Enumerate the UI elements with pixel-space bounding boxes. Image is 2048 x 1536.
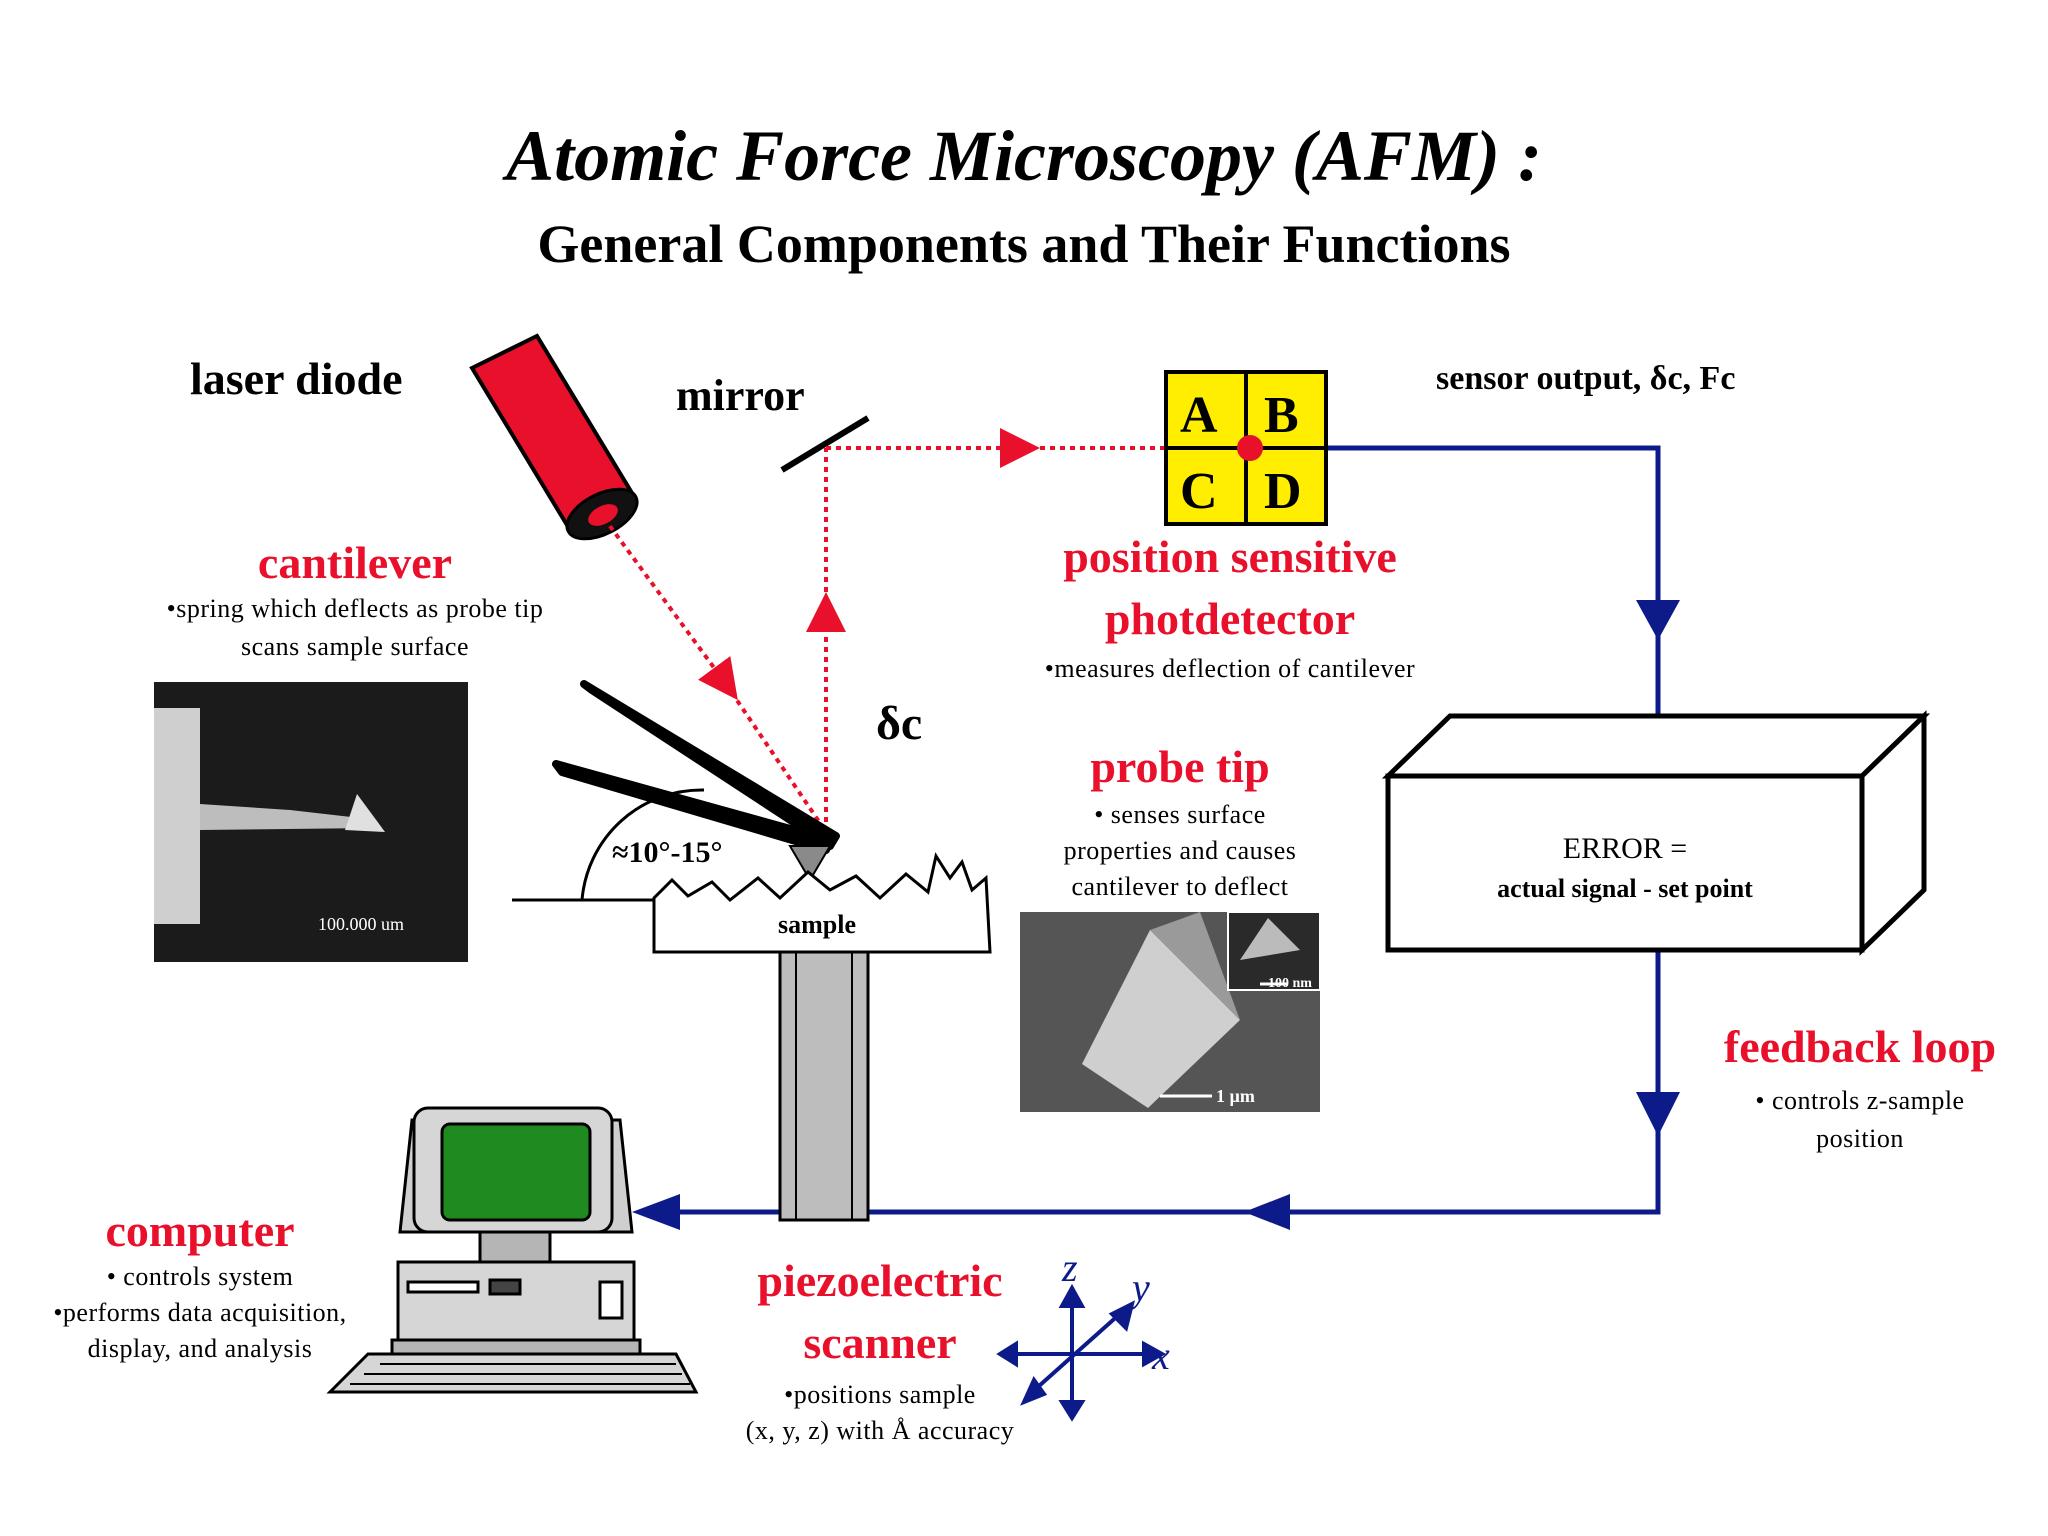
computer-title: computer <box>105 1205 295 1256</box>
computer-icon <box>326 1106 699 1394</box>
sample-label: sample <box>778 910 856 939</box>
sensor-output-label: sensor output, δc, Fc <box>1436 360 1736 397</box>
feedback-note-2: position <box>1816 1124 1904 1153</box>
cantilever-note-1: •spring which deflects as probe tip <box>166 594 544 623</box>
photodetector-icon <box>1164 370 1328 526</box>
probe-tip-note-1: • senses surface <box>1094 800 1266 829</box>
angle-arc <box>580 788 705 901</box>
detector-cell-d: D <box>1264 463 1302 520</box>
scanner-note-1: •positions sample <box>784 1380 976 1409</box>
cantilever-scale-label: 100.000 um <box>318 914 405 934</box>
cantilever-arms <box>552 680 840 882</box>
feedback-note-1: • controls z-sample <box>1755 1086 1965 1115</box>
axis-z-label: z <box>1062 1245 1078 1290</box>
photodetector-title-2: photdetector <box>1104 593 1356 644</box>
detector-cell-b: B <box>1264 387 1299 444</box>
page-title: Atomic Force Microscopy (AFM) : <box>506 116 1542 196</box>
scanner-title-1: piezoelectric <box>757 1255 1003 1306</box>
sample-block <box>652 852 992 954</box>
scanner-column <box>778 950 870 1222</box>
probe-tip-micrograph <box>1020 911 1321 1112</box>
scanner-note-2: (x, y, z) with Å accuracy <box>745 1416 1015 1445</box>
feedback-arrowheads <box>632 600 1680 1230</box>
scanner-title-2: scanner <box>803 1317 957 1368</box>
page-subtitle: General Components and Their Functions <box>537 214 1511 274</box>
cantilever-title: cantilever <box>257 537 453 588</box>
cantilever-note-2: scans sample surface <box>240 632 470 661</box>
laser-diode-label: laser diode <box>190 353 403 404</box>
computer-note-3: display, and analysis <box>87 1334 313 1363</box>
computer-note-2: •performs data acquisition, <box>53 1298 347 1327</box>
error-box <box>1381 710 1931 956</box>
probe-tip-scale-small: 100 nm <box>1268 976 1312 991</box>
probe-tip-title: probe tip <box>1090 741 1270 792</box>
axis-x-label: x <box>1152 1333 1170 1378</box>
error-box-line-2: actual signal - set point <box>1497 874 1753 903</box>
mirror-icon <box>780 415 870 473</box>
probe-tip-note-3: cantilever to deflect <box>1071 872 1289 901</box>
signal-lines <box>645 445 1661 1215</box>
photodetector-note: •measures deflection of cantilever <box>1044 654 1416 683</box>
probe-tip-note-2: properties and causes <box>1063 836 1297 865</box>
feedback-loop-title: feedback loop <box>1723 1021 1997 1072</box>
mirror-label: mirror <box>676 371 805 420</box>
laser-diode-icon <box>469 333 639 541</box>
cantilever-micrograph <box>154 682 468 962</box>
axis-y-label: y <box>1132 1265 1150 1310</box>
probe-tip-scale-large: 1 µm <box>1216 1086 1255 1106</box>
photodetector-title-1: position sensitive <box>1063 531 1397 582</box>
delta-c-label: δc <box>876 697 923 750</box>
xyz-axes-icon <box>996 1283 1167 1422</box>
angle-label: ≈10°-15° <box>612 836 723 869</box>
error-box-line-1: ERROR = <box>1562 832 1688 865</box>
computer-note-1: • controls system <box>106 1262 294 1291</box>
detector-cell-c: C <box>1180 463 1218 520</box>
detector-cell-a: A <box>1180 387 1218 444</box>
